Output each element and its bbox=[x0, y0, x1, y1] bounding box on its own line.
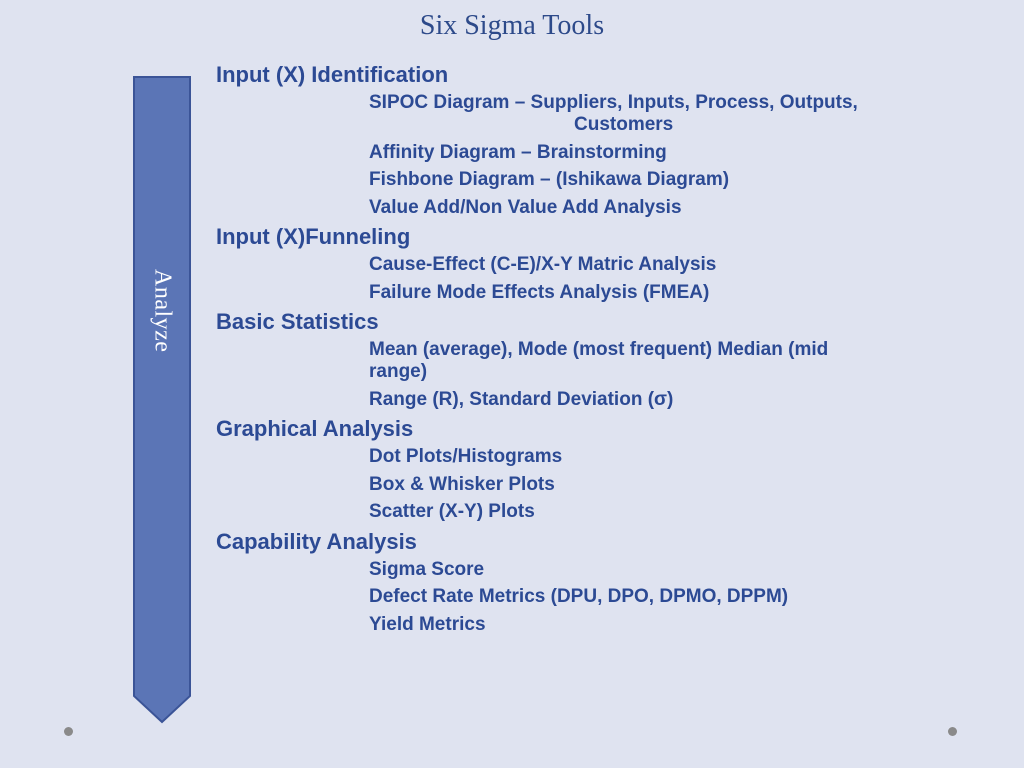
slide-title: Six Sigma Tools bbox=[419, 10, 605, 41]
section-heading: Input (X) Identification bbox=[216, 62, 449, 87]
arrow-label-text: Analyze bbox=[149, 269, 176, 353]
list-item: SIPOC Diagram – Suppliers, Inputs, Proce… bbox=[216, 92, 976, 136]
tools-list: Input (X) Identification SIPOC Diagram –… bbox=[216, 62, 976, 641]
list-item: Mean (average), Mode (most frequent) Med… bbox=[216, 339, 976, 383]
list-item: Yield Metrics bbox=[369, 613, 486, 635]
list-item-continuation: range) bbox=[369, 361, 428, 382]
arrow-label: Analyze bbox=[133, 76, 191, 616]
section-heading: Basic Statistics bbox=[216, 309, 379, 334]
list-item: Box & Whisker Plots bbox=[369, 473, 555, 495]
list-item: Sigma Score bbox=[369, 558, 485, 580]
decorative-dot-left bbox=[64, 727, 73, 736]
decorative-dot-right bbox=[948, 727, 957, 736]
list-item-continuation: Customers bbox=[574, 114, 674, 135]
list-item: Affinity Diagram – Brainstorming bbox=[369, 141, 667, 163]
list-item: Fishbone Diagram – (Ishikawa Diagram) bbox=[369, 169, 730, 190]
list-item: Scatter (X-Y) Plots bbox=[369, 501, 535, 522]
list-item: Cause-Effect (C-E)/X-Y Matric Analysis bbox=[369, 254, 717, 275]
section-heading: Graphical Analysis bbox=[216, 416, 414, 441]
list-item: Failure Mode Effects Analysis (FMEA) bbox=[369, 281, 710, 303]
list-item: Value Add/Non Value Add Analysis bbox=[369, 196, 682, 218]
analyze-arrow bbox=[133, 76, 191, 724]
list-item-text: SIPOC Diagram – Suppliers, Inputs, Proce… bbox=[369, 92, 858, 113]
list-item: Defect Rate Metrics (DPU, DPO, DPMO, DPP… bbox=[369, 586, 789, 607]
list-item: Range (R), Standard Deviation (σ) bbox=[369, 388, 674, 410]
list-item: Dot Plots/Histograms bbox=[369, 446, 563, 467]
section-heading: Capability Analysis bbox=[216, 528, 417, 554]
list-item-text: Mean (average), Mode (most frequent) Med… bbox=[369, 339, 829, 360]
section-heading: Input (X)Funneling bbox=[216, 224, 411, 249]
